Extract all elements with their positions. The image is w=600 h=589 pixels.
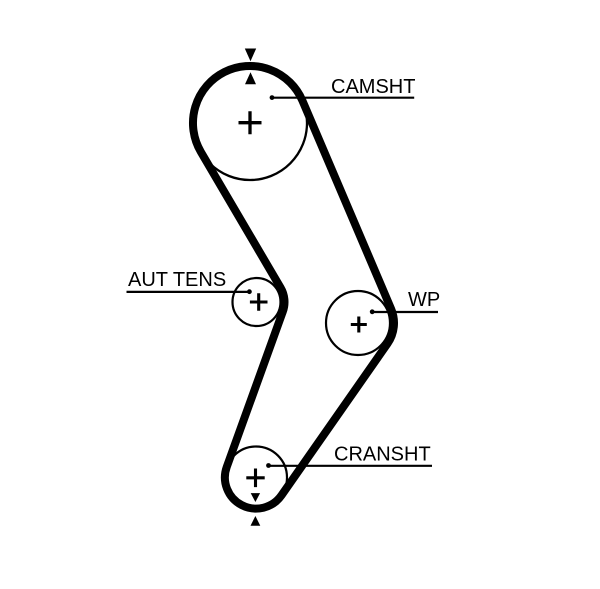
svg-text:CAMSHT: CAMSHT [331, 76, 415, 98]
svg-text:AUT TENS: AUT TENS [128, 269, 226, 291]
svg-text:CRANSHT: CRANSHT [334, 444, 431, 466]
svg-text:WP: WP [408, 289, 440, 311]
